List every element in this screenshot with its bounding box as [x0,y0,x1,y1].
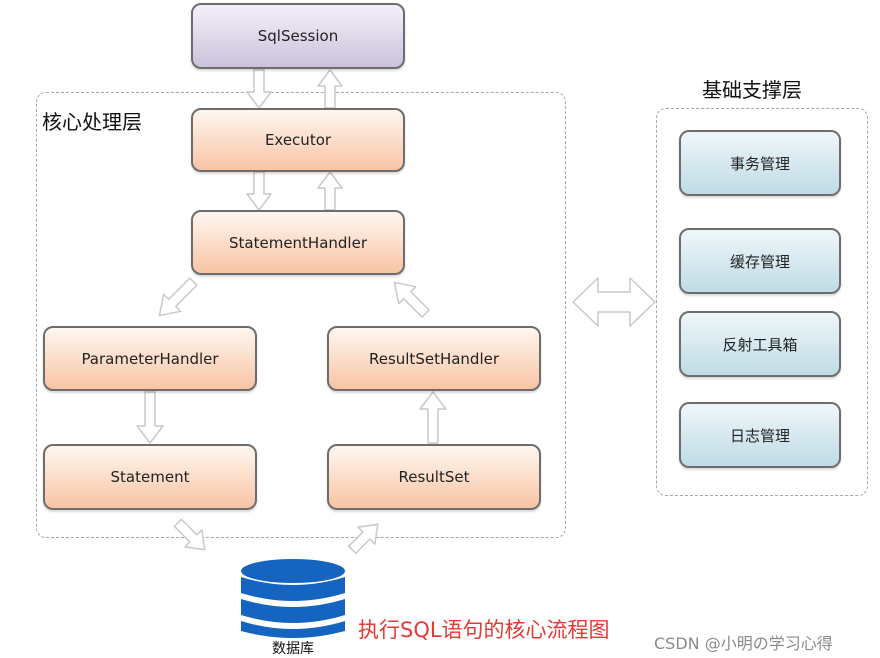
core-layer-group [36,92,566,538]
support-item-reflection: 反射工具箱 [679,311,841,377]
arrow-up-resultset-resultsethandler [419,391,447,444]
arrow-statementhandler-to-parameterhandler [158,277,198,317]
arrow-up-executor-sqlsession [317,69,343,109]
resultset-box: ResultSet [327,444,541,510]
arrow-statement-to-database [173,518,206,551]
sqlsession-box: SqlSession [191,3,405,69]
parameter-handler-box: ParameterHandler [43,326,257,391]
arrow-resultsethandler-to-statementhandler [393,281,430,318]
database-icon [241,559,345,638]
arrow-down-parameterhandler-statement [136,391,164,444]
core-layer-label: 核心处理层 [42,110,142,134]
statement-handler-box: StatementHandler [191,210,405,275]
arrow-down-sqlsession-executor [246,69,272,109]
database-label: 数据库 [272,641,314,657]
statement-box: Statement [43,444,257,510]
arrow-up-statementhandler-executor [317,171,343,211]
diagram-caption: 执行SQL语句的核心流程图 [358,618,610,642]
arrow-down-executor-statementhandler [246,171,272,211]
executor-box: Executor [191,108,405,172]
support-item-logging: 日志管理 [679,402,841,468]
arrow-bidirectional-core-support [572,277,656,327]
resultset-handler-box: ResultSetHandler [327,326,541,391]
support-item-cache: 缓存管理 [679,228,841,294]
arrow-database-to-resultset [347,523,379,555]
watermark: CSDN @小明の学习心得 [654,634,833,653]
support-layer-group [656,108,868,496]
support-item-transaction: 事务管理 [679,130,841,196]
support-layer-label: 基础支撑层 [702,78,802,102]
